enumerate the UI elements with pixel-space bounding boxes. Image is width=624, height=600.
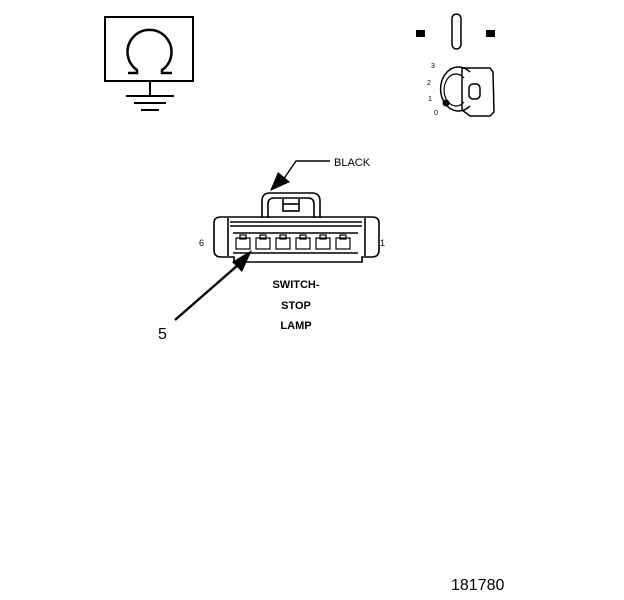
pin-label-left: 6 bbox=[199, 238, 204, 248]
connector-name-line-2: STOP bbox=[281, 300, 311, 312]
callout-arrow bbox=[174, 250, 252, 321]
terminal-6 bbox=[235, 234, 251, 250]
figure-number: 181780 bbox=[451, 577, 504, 594]
connector-name-line-3: LAMP bbox=[280, 320, 311, 332]
terminal-3 bbox=[295, 234, 311, 250]
ohm-meter-ground-icon bbox=[104, 16, 194, 111]
ignition-position-3: 3 bbox=[431, 63, 435, 70]
ignition-key-switch-icon bbox=[416, 13, 495, 117]
wire-color-label: BLACK bbox=[334, 157, 371, 169]
wire-color-leader-arrow bbox=[270, 160, 330, 191]
ignition-position-2: 2 bbox=[427, 80, 431, 87]
terminal-2 bbox=[315, 234, 331, 250]
ignition-position-1: 1 bbox=[428, 96, 432, 103]
connector-name-line-1: SWITCH- bbox=[272, 279, 319, 291]
terminal-5 bbox=[255, 234, 271, 250]
terminal-1 bbox=[335, 234, 351, 250]
connector-terminals bbox=[235, 234, 351, 250]
terminal-4 bbox=[275, 234, 291, 250]
pin-label-right: 1 bbox=[380, 238, 385, 248]
ignition-position-0: 0 bbox=[434, 110, 438, 117]
callout-number: 5 bbox=[158, 326, 167, 343]
connector-housing bbox=[213, 192, 380, 263]
